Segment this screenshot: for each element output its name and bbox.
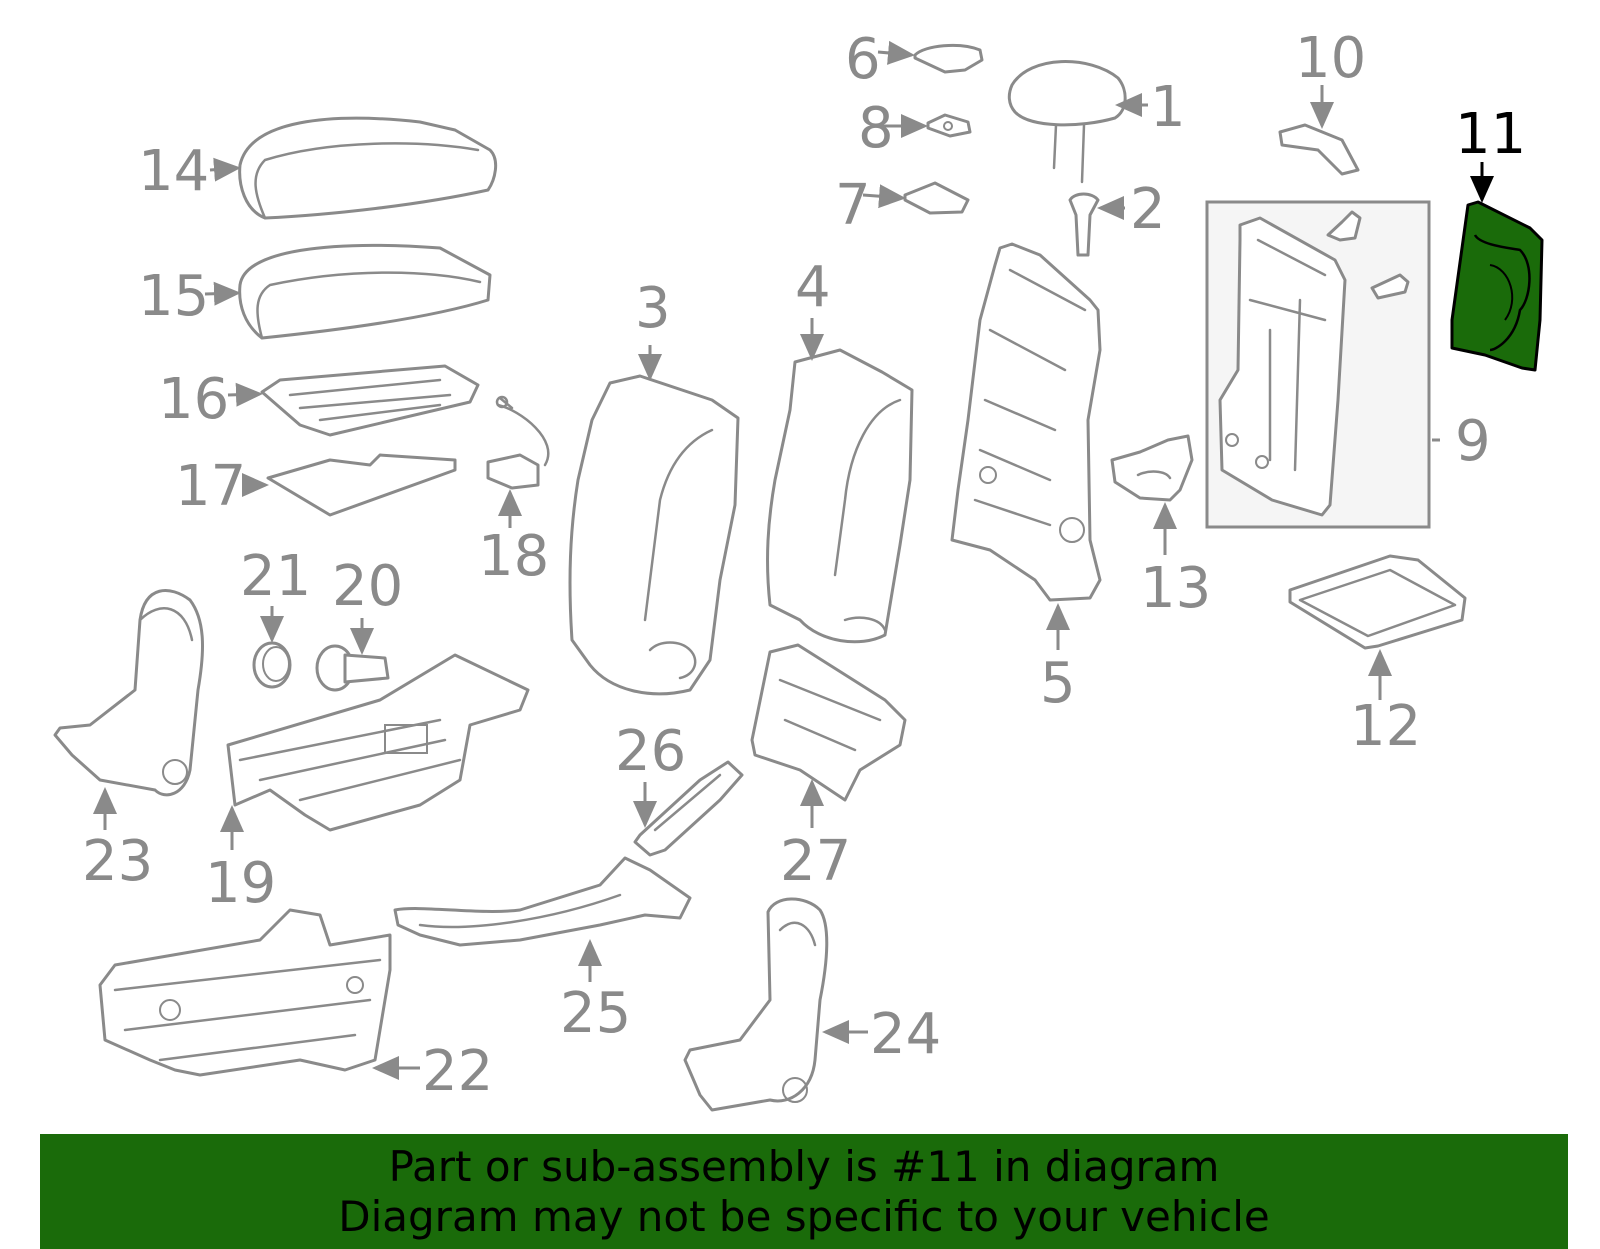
callout-5: 5 — [1040, 651, 1076, 716]
part-18-sensor[interactable] — [486, 395, 550, 490]
part-19-seat-frame-tray[interactable] — [226, 653, 530, 832]
callout-14: 14 — [138, 139, 209, 204]
part-15-seat-cushion-pad[interactable] — [238, 243, 492, 340]
callout-19: 19 — [205, 851, 276, 916]
callout-6: 6 — [845, 27, 881, 92]
leader-arrows — [93, 40, 1494, 1080]
callout-26: 26 — [615, 719, 686, 784]
part-17-heater-mat[interactable] — [266, 453, 457, 517]
part-16-cushion-pan[interactable] — [260, 364, 480, 437]
callout-10: 10 — [1295, 26, 1366, 91]
part-27-bracket[interactable] — [750, 643, 907, 802]
part-24-side-shield[interactable] — [683, 897, 829, 1112]
callout-2: 2 — [1130, 177, 1166, 242]
part-14-seat-cushion-cover[interactable] — [238, 116, 498, 220]
part-5-seat-back-frame[interactable] — [950, 242, 1102, 602]
callout-15: 15 — [138, 264, 209, 329]
part-25-duct[interactable] — [393, 856, 692, 947]
part-8-clip[interactable] — [926, 113, 972, 138]
callout-22: 22 — [422, 1039, 493, 1104]
part-2-headrest-guide[interactable] — [1068, 192, 1100, 257]
callout-27: 27 — [780, 829, 851, 894]
callout-17: 17 — [175, 454, 246, 519]
callout-24: 24 — [870, 1002, 941, 1067]
callout-16: 16 — [158, 367, 229, 432]
callout-11: 11 — [1455, 102, 1526, 167]
callout-8: 8 — [858, 96, 894, 161]
callout-13: 13 — [1140, 556, 1211, 621]
banner-line-1: Part or sub-assembly is #11 in diagram — [388, 1141, 1220, 1191]
callout-21: 21 — [240, 544, 311, 609]
callout-23: 23 — [82, 829, 153, 894]
part-1-headrest[interactable] — [1007, 60, 1127, 184]
callout-12: 12 — [1350, 694, 1421, 759]
part-11-seat-back-board[interactable] — [1450, 200, 1544, 372]
callout-7: 7 — [835, 173, 871, 238]
part-12-seat-bottom-board[interactable] — [1288, 554, 1467, 650]
callout-labels: 6 1 8 7 2 10 11 14 15 16 17 18 3 4 9 5 1… — [82, 26, 1526, 1104]
callout-9: 9 — [1455, 409, 1491, 474]
part-20-clip[interactable] — [315, 644, 390, 692]
part-13-bracket[interactable] — [1110, 434, 1194, 502]
callout-3: 3 — [635, 276, 671, 341]
callout-18: 18 — [478, 524, 549, 589]
part-6-cap[interactable] — [913, 44, 984, 74]
callout-4: 4 — [795, 255, 831, 320]
part-4-seat-back-pad[interactable] — [766, 348, 914, 644]
callout-25: 25 — [560, 981, 631, 1046]
part-23-side-shield[interactable] — [53, 588, 205, 797]
part-3-seat-back-cover[interactable] — [568, 374, 740, 696]
part-22-seat-track[interactable] — [98, 908, 392, 1077]
part-7-bracket[interactable] — [903, 181, 970, 215]
info-banner: Part or sub-assembly is #11 in diagram D… — [40, 1134, 1568, 1249]
part-21-grommet[interactable] — [252, 641, 292, 689]
part-9-seat-back-panel-box[interactable] — [1205, 200, 1431, 529]
banner-line-2: Diagram may not be specific to your vehi… — [338, 1191, 1270, 1241]
callout-1: 1 — [1150, 75, 1186, 140]
part-10-bracket[interactable] — [1278, 123, 1360, 176]
part-26-rail[interactable] — [633, 760, 744, 857]
callout-20: 20 — [332, 554, 403, 619]
